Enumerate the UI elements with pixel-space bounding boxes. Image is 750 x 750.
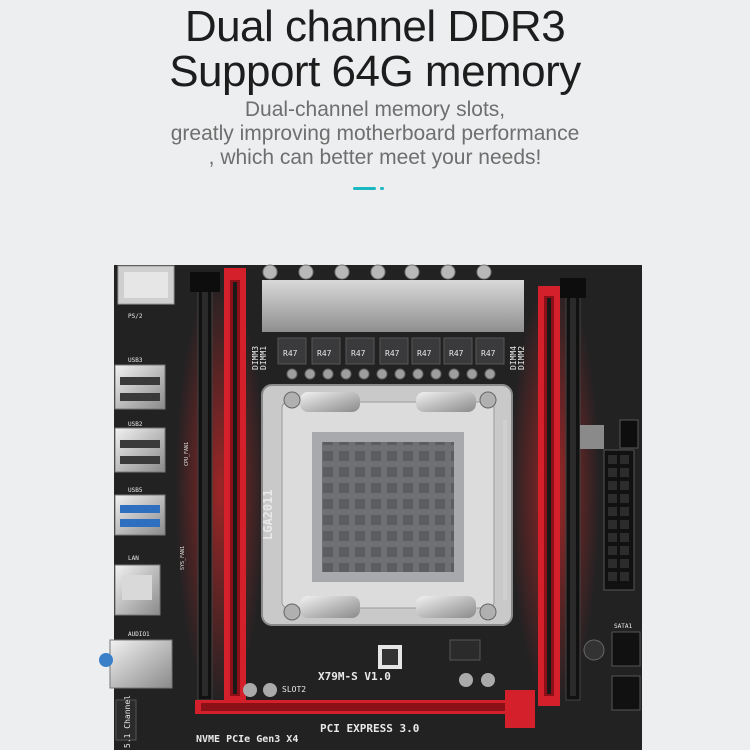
audio-port [109,639,173,689]
usb3-port [114,494,166,536]
headline-line-2: Support 64G memory [169,47,581,96]
dimm4-label: DIMM4 [509,346,518,370]
headline-line-1: Dual channel DDR3 [184,2,566,51]
subtitle-line-2: greatly improving motherboard performanc… [170,122,580,145]
pcie-label: PCI EXPRESS 3.0 [320,722,419,735]
sys-fan-label: SYS_FAN1 [180,546,186,570]
dimm2-label: DIMM2 [517,346,526,370]
usb3-label: USB3 [128,357,143,364]
dimm-slots-right [538,278,586,706]
io-panel [99,265,175,741]
power-connector [580,419,641,711]
slot2-label: SLOT2 [282,685,306,694]
cpu-socket [261,384,513,626]
svg-text:R47: R47 [317,349,332,358]
socket-label: LGA2011 [261,489,275,540]
channel-label: 5.1 Channel [123,695,132,748]
pcie-slot [195,690,535,728]
usb2-label: USB2 [128,421,143,428]
ps2-label: PS/2 [128,313,143,320]
accent-dot [380,187,384,190]
nvme-label: NVME PCIe Gen3 X4 [196,734,298,745]
dimm3-label: DIMM3 [251,346,260,370]
lan-label: LAN [128,555,139,562]
usb-port [114,427,166,473]
accent-line [353,187,376,190]
model-label: X79M-S V1.0 [318,670,391,683]
svg-text:R47: R47 [481,349,496,358]
power-chokes: R47 R47 R47 R47 R47 R47 R47 [277,337,505,365]
svg-text:R47: R47 [385,349,400,358]
usb-port [114,364,166,410]
usb5-label: USB5 [128,487,143,494]
svg-text:R47: R47 [449,349,464,358]
dimm1-label: DIMM1 [259,346,268,370]
motherboard-image: R47 R47 R47 R47 R47 R47 R47 [99,264,642,750]
svg-text:R47: R47 [283,349,298,358]
subtitle-line-3: , which can better meet your needs! [208,146,542,169]
svg-text:R47: R47 [351,349,366,358]
cpu-fan-label: CPU_FAN1 [184,442,190,466]
subtitle-line-1: Dual-channel memory slots, [244,98,506,121]
sata-label: SATA1 [614,623,632,630]
svg-text:R47: R47 [417,349,432,358]
capacitors [262,264,492,280]
vrm-heatsinks [262,280,524,332]
audio-label: AUDIO1 [128,631,150,638]
